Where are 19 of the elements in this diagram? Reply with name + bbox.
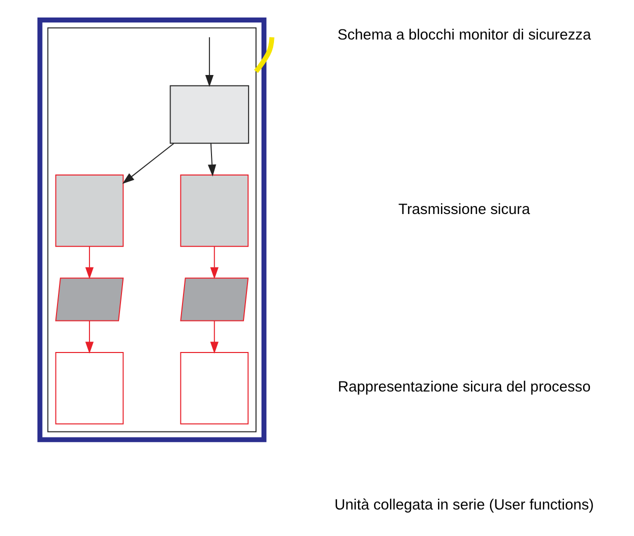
node-parallelogram [55,278,124,322]
arrow [205,36,214,87]
arrow [208,143,216,176]
label: Schema a blocchi monitor di sicurezza [337,28,591,44]
label: Trasmissione sicura [398,202,530,218]
arrow [85,320,94,354]
node-parallelogram [180,278,249,322]
arrow [210,246,219,280]
label: Unità collegata in serie (User functions) [334,498,594,514]
node-box [55,352,124,424]
node-box [180,174,249,247]
connector [254,37,274,73]
arrow [85,246,94,280]
arrow [122,143,174,184]
label: Rappresentazione sicura del processo [338,380,591,396]
node-box [170,85,250,144]
node-box [180,352,249,424]
arrow [210,320,219,354]
node-box [55,174,124,247]
